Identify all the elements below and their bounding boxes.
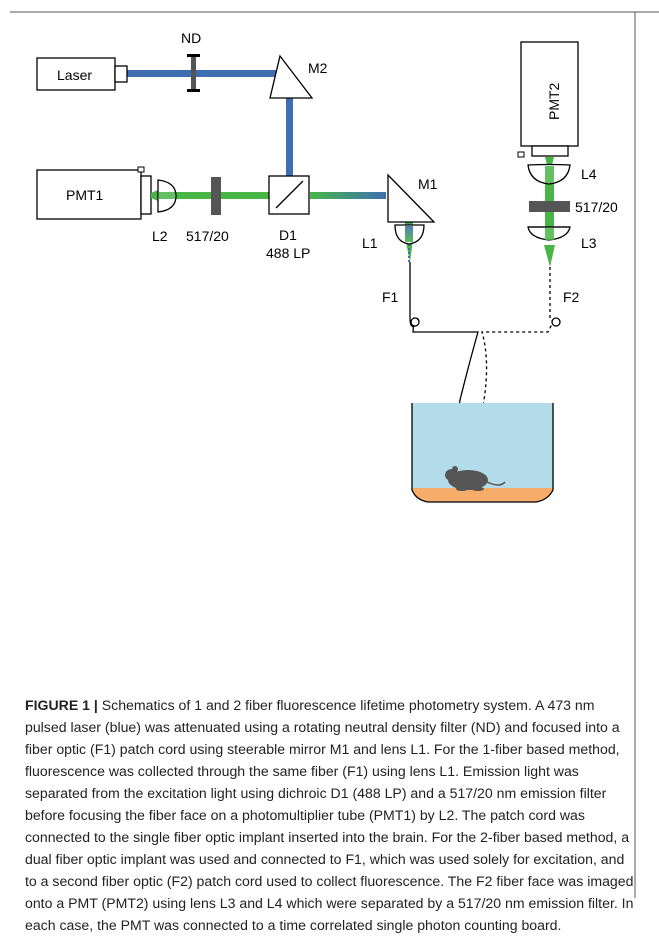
emission-filter-1 <box>211 177 221 215</box>
pmt2-box <box>520 41 579 147</box>
d1-label: D1 <box>279 227 297 243</box>
vertical-excitation-beam <box>286 98 293 176</box>
figure-frame <box>10 11 659 898</box>
caption-label: FIGURE 1 | <box>25 697 98 713</box>
m2-mirror <box>269 54 314 99</box>
pmt2-beam-lower <box>545 212 554 240</box>
nd-filter-cap-top <box>187 54 200 57</box>
dichroic-d1-surface <box>275 180 304 209</box>
l3-label: L3 <box>581 235 597 251</box>
m2-label: M2 <box>308 60 328 76</box>
optical-setup-diagram: Laser ND M2 PMT1 L2 517/20 D1 488 LP M1 … <box>36 30 618 503</box>
f2-label: F2 <box>563 289 580 305</box>
l3-inner-beam <box>545 228 554 240</box>
pmt2-connector <box>517 151 525 158</box>
pmt2-window <box>531 145 569 157</box>
figure-caption: FIGURE 1 | Schematics of 1 and 2 fiber f… <box>25 694 635 936</box>
filter2-label: 517/20 <box>575 199 618 215</box>
pmt1-focus-cone <box>151 190 158 201</box>
laser-aperture <box>114 65 128 83</box>
l4-inner-beam <box>545 166 554 183</box>
caption-text: Schematics of 1 and 2 fiber fluorescence… <box>25 697 634 933</box>
pmt1-label: PMT1 <box>66 187 104 203</box>
fiber-f1-connector <box>410 317 420 327</box>
tank-bedding <box>412 488 553 502</box>
laser-label: Laser <box>57 67 92 83</box>
l4-label: L4 <box>581 166 597 182</box>
pmt1-connector <box>137 166 145 173</box>
pmt1-box <box>36 169 142 220</box>
mouse-icon <box>445 466 506 491</box>
emission-filter-2 <box>529 201 570 212</box>
l3-focus-cone <box>544 245 555 267</box>
l1-inner-beam <box>405 226 413 242</box>
pmt1-window <box>140 175 152 215</box>
m1-label: M1 <box>418 176 438 192</box>
pmt2-label: PMT2 <box>546 82 562 120</box>
nd-label: ND <box>181 30 201 46</box>
pmt2-beam-upper <box>545 165 554 205</box>
laser-beam <box>127 70 278 77</box>
l2-inner-beam <box>159 192 175 199</box>
nd-filter-cap-bottom <box>187 89 200 92</box>
tank-outline <box>411 403 554 503</box>
filter1-label: 517/20 <box>186 228 229 244</box>
l2-label: L2 <box>152 228 168 244</box>
f1-label: F1 <box>382 289 399 305</box>
pmt2-focus-cone <box>545 157 554 165</box>
dichroic-to-m1-beam <box>310 192 386 199</box>
fiber-f2-connector <box>551 317 561 327</box>
d1-spec-label: 488 LP <box>266 245 310 261</box>
nd-filter <box>191 55 196 91</box>
l1-label: L1 <box>362 235 378 251</box>
m1-mirror <box>387 173 436 223</box>
